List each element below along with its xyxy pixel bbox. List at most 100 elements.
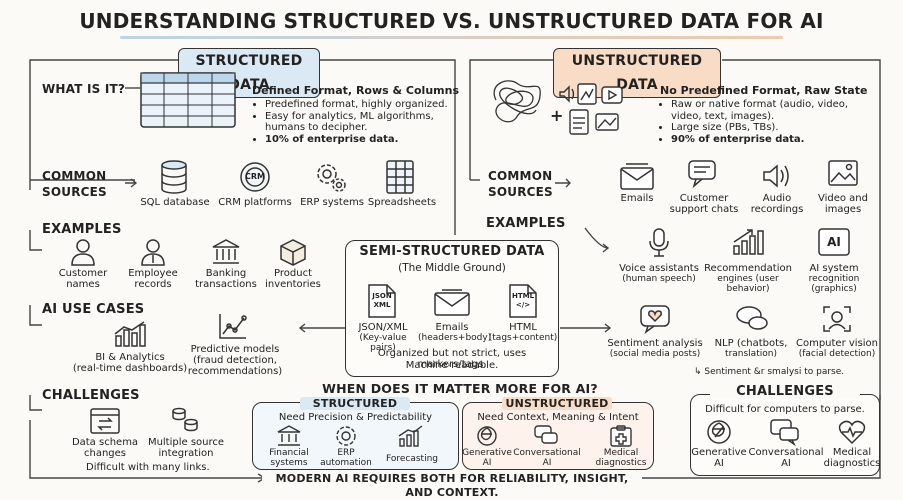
example-sentiment: Sentiment analysis (social media posts) [600, 338, 710, 359]
example-recognition: AI system recognition (graphics) [794, 263, 874, 294]
example-line: Product [274, 268, 312, 279]
semi-note-1: Organized but not strict, uses markers/t… [377, 348, 527, 370]
challenge-note: Difficult with many links. [86, 462, 210, 473]
face-scan-icon [823, 306, 851, 332]
source-line: Video and [817, 193, 868, 204]
speaker-icon [763, 164, 789, 188]
example-vision: Computer vision (facial detection) [792, 338, 882, 359]
unstructured-challenges-note: Difficult for computers to parse. [705, 404, 865, 415]
structured-def-title: Defined Format, Rows & Columns [252, 84, 460, 97]
ai-case-line: BI & Analytics [95, 352, 165, 363]
example-line: records [134, 279, 172, 290]
icon-line: </> [515, 301, 531, 309]
challenge-line: Medical [832, 447, 872, 458]
employee-icon [141, 239, 165, 266]
sources-label-line: SOURCES [488, 185, 553, 199]
email-icon [620, 163, 654, 190]
matter-line: Generative [462, 448, 512, 458]
example-recommendation: Recommendation engines (user behavior) [702, 263, 794, 294]
semi-emails: Emails (headers+body) [418, 322, 492, 343]
source-line: images [824, 204, 862, 215]
uchallenge-conversational: Conversational AI [746, 447, 826, 469]
sentiment-note: ↳ Sentiment &r smalysi to parse. [694, 367, 845, 377]
structured-challenges-label: CHALLENGES [42, 388, 140, 403]
conv-ai-icon [534, 425, 558, 444]
matter-line: automation [320, 458, 372, 468]
example-customer: Customer names [45, 268, 121, 290]
example-banking: Banking transactions [186, 268, 266, 290]
matter-unstructured-label: UNSTRUCTURED [502, 397, 612, 410]
matter-forecasting: Forecasting [380, 454, 444, 464]
structured-bullet: Easy for analytics, ML algorithms, human… [265, 111, 460, 134]
structured-bullets: Predefined format, highly organized. Eas… [254, 99, 460, 145]
source-chats: Customer support chats [662, 193, 746, 215]
matter-medical: Medical diagnostics [588, 448, 654, 468]
matter-line: AI [482, 458, 492, 468]
example-line: Sentiment analysis [607, 338, 703, 349]
example-line: translation) [725, 349, 777, 359]
challenge-line: integration [158, 448, 214, 459]
challenge-line: Data schema [71, 437, 139, 448]
ai-case-predictive: Predictive models (fraud detection, reco… [180, 344, 290, 377]
ai-use-cases-label: AI USE CASES [42, 302, 145, 317]
example-line: recognition [808, 274, 860, 284]
example-line: Customer [58, 268, 108, 279]
example-employee: Employee records [115, 268, 191, 290]
forecast-icon [398, 425, 423, 447]
title-underline [120, 36, 783, 39]
semi-title: SEMI-STRUCTURED DATA [359, 244, 545, 259]
microphone-icon [649, 228, 669, 257]
matter-generative: Generative AI [460, 448, 514, 468]
matter-financial: Financial systems [258, 448, 320, 468]
document-icon [368, 284, 396, 318]
challenge-line: Conversational [748, 447, 824, 458]
challenge-line: AI [781, 458, 791, 469]
ai-case-line: recommendations) [187, 366, 283, 377]
example-line: (graphics) [811, 284, 857, 294]
example-line: Recommendation [704, 263, 792, 274]
ai-case-line: (fraud detection, [193, 355, 277, 366]
semi-line: (Key-value pairs) [359, 333, 407, 353]
gen-ai-icon [477, 426, 497, 446]
semi-line: (headers+body) [418, 333, 492, 343]
structured-examples-label: EXAMPLES [42, 222, 122, 237]
plus-icon: + [550, 106, 564, 125]
source-video: Video and images [806, 193, 880, 215]
icon-line: XML [373, 301, 391, 309]
unstructured-bullet: Raw or native format (audio, video, vide… [671, 99, 866, 122]
uchallenge-generative: Generative AI [686, 447, 752, 469]
example-line: (human speech) [622, 274, 696, 284]
matter-line: Forecasting [385, 454, 438, 464]
example-product: Product inventories [255, 268, 331, 290]
integration-icon [172, 407, 198, 432]
speech-bubbles-icon [736, 306, 768, 330]
chat-icon [688, 160, 716, 189]
json-icon-text: JSON XML [368, 292, 396, 310]
unstructured-challenges-label: CHALLENGES [710, 384, 860, 399]
heart-chat-icon [640, 305, 670, 335]
media-icons [559, 83, 623, 135]
challenge-line: changes [83, 448, 126, 459]
uchallenge-medical: Medical diagnostics [818, 447, 886, 469]
example-line: Employee [128, 268, 178, 279]
source-audio: Audio recordings [740, 193, 814, 215]
generative-ai-icon [707, 420, 731, 444]
crm-icon [240, 162, 270, 192]
image-icon [828, 160, 858, 186]
source-crm: CRM platforms [218, 197, 292, 208]
sources-label-line: COMMON [488, 169, 553, 183]
example-line: Banking [205, 268, 247, 279]
html-icon-text: HTML </> [509, 292, 537, 310]
matter-unstructured-need: Need Context, Meaning & Intent [477, 412, 639, 423]
example-line: behavior) [726, 284, 770, 294]
matter-structured-label: STRUCTURED [300, 397, 410, 410]
challenge-line: Multiple source [147, 437, 225, 448]
example-nlp: NLP (chatbots, translation) [706, 338, 796, 359]
source-line: Audio [762, 193, 792, 204]
unstructured-examples-label: EXAMPLES [486, 216, 566, 231]
footer-banner: MODERN AI REQUIRES BOTH FOR RELIABILITY,… [262, 472, 642, 500]
example-line: Voice assistants [619, 263, 699, 274]
box-icon [280, 239, 306, 266]
structured-sources-label: COMMON SOURCES [42, 168, 107, 200]
unstructured-bullet: Large size (PBs, TBs). [671, 122, 866, 134]
